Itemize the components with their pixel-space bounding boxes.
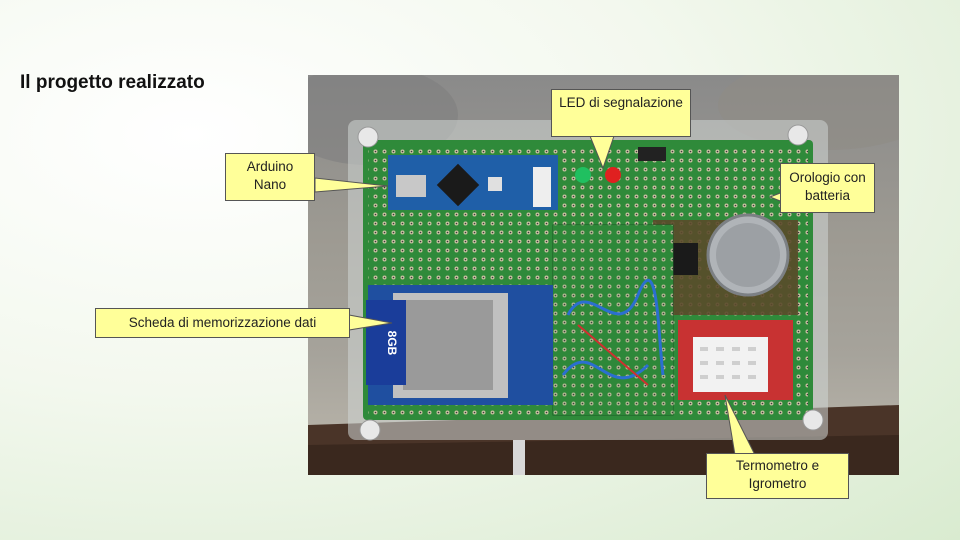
- callout-clock: Orologio con batteria: [780, 163, 875, 213]
- callout-led-text: LED di segnalazione: [559, 95, 683, 110]
- callout-clock-text: Orologio con batteria: [789, 170, 866, 203]
- green-led: [575, 167, 591, 183]
- project-photo: 8GB: [308, 75, 899, 475]
- red-led: [605, 167, 621, 183]
- callout-sd-text: Scheda di memorizzazione dati: [128, 315, 317, 330]
- callout-sd: Scheda di memorizzazione dati: [95, 308, 350, 338]
- callout-arduino-text: Arduino Nano: [246, 159, 294, 192]
- callout-thermo: Termometro e Igrometro: [706, 453, 849, 499]
- slide-title: Il progetto realizzato: [20, 72, 205, 93]
- sd-card-label: 8GB: [385, 331, 399, 356]
- callout-thermo-text: Termometro e Igrometro: [735, 458, 820, 491]
- sd-card: [366, 300, 406, 385]
- circuit-board-illustration: 8GB: [308, 75, 899, 475]
- callout-led: LED di segnalazione: [551, 89, 691, 137]
- callout-arduino: Arduino Nano: [225, 153, 315, 201]
